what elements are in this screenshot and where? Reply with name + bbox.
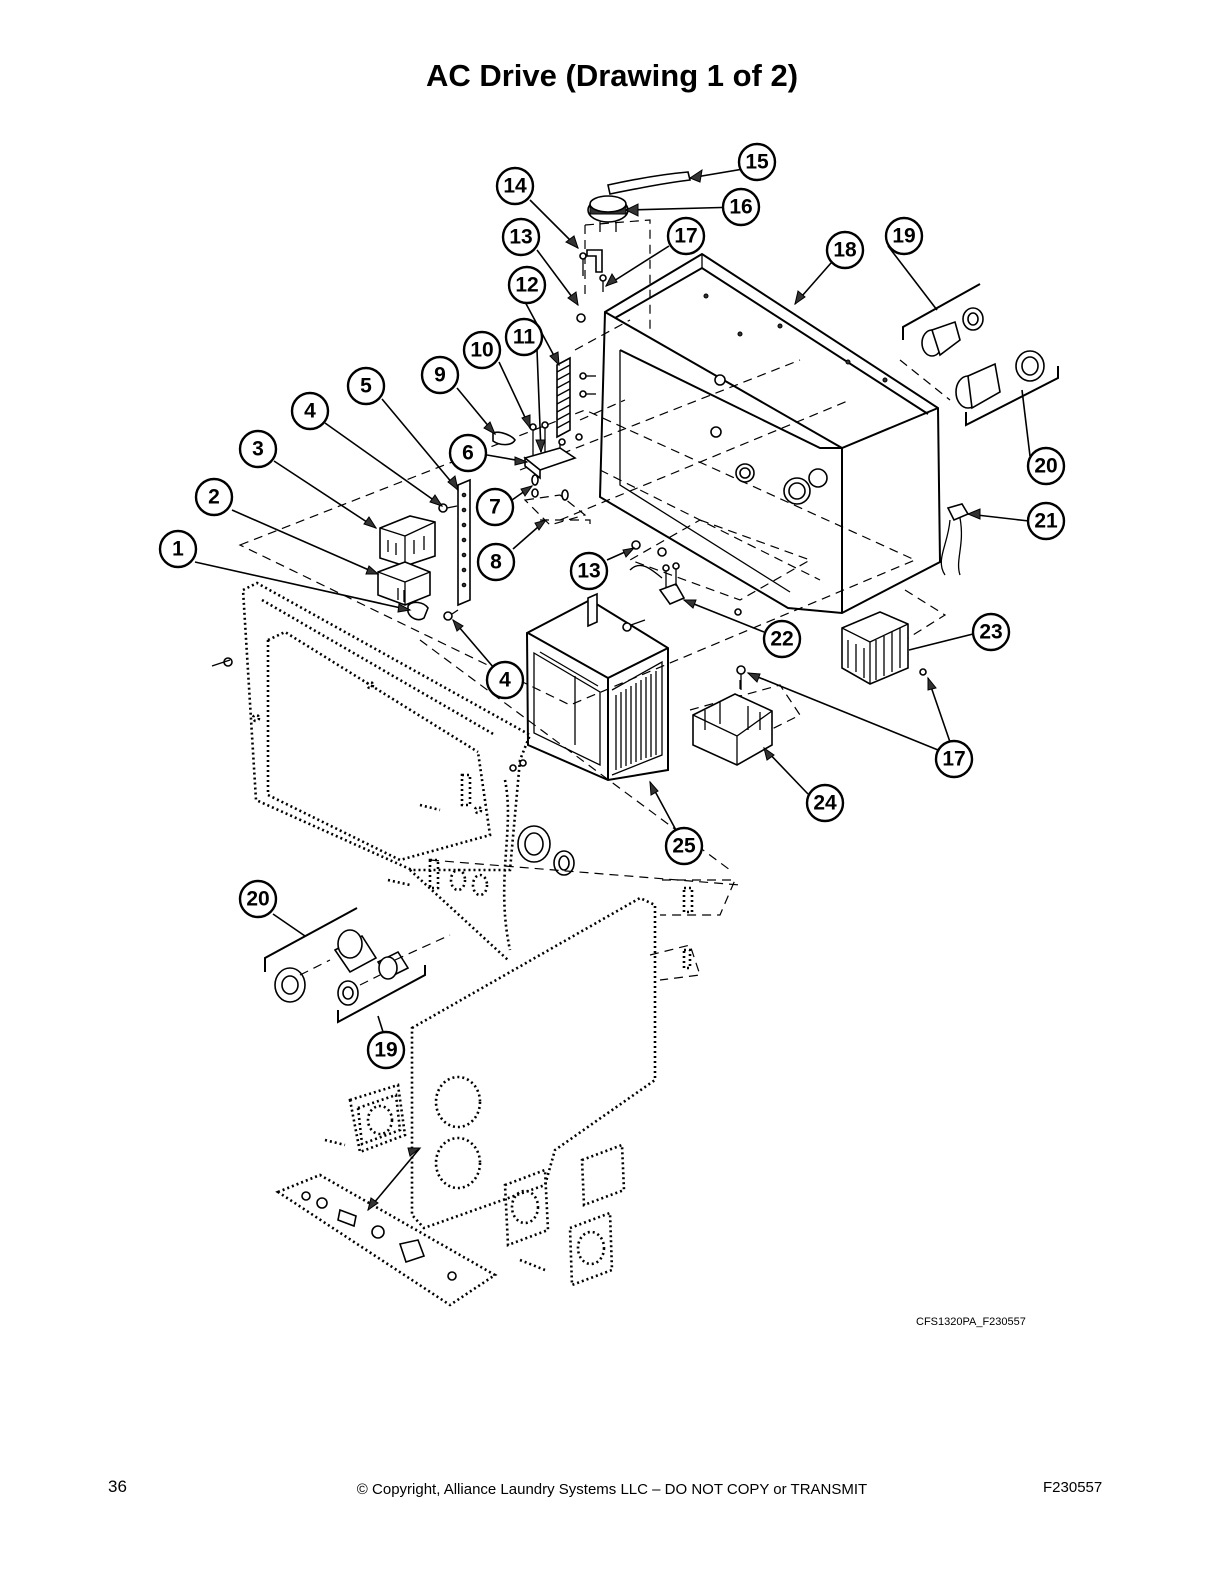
callout-19-left-label: 19: [374, 1039, 397, 1062]
ground-clip: [407, 601, 429, 621]
relay: [377, 561, 431, 606]
callout-12-label: 12: [515, 274, 538, 297]
callout-13-top: 13: [501, 217, 541, 257]
callout-13-top-label: 13: [509, 226, 532, 249]
enclosure-box: [598, 252, 942, 615]
callout-18: 18: [825, 230, 865, 270]
hardware-row: [301, 1191, 457, 1281]
callout-17-top-label: 17: [674, 225, 697, 248]
din-rail: [438, 478, 471, 621]
callout-1-label: 1: [172, 538, 184, 561]
leader-arrowheads: [363, 168, 981, 1212]
callout-3: 3: [238, 429, 278, 469]
callout-balloons: 1 2 3 4 4 5 6 7 8 9 10 11 12 13 13 14 15…: [158, 142, 1066, 1070]
terminal-block: [692, 665, 773, 766]
callout-13-bottom: 13: [569, 551, 609, 591]
callout-20-right-label: 20: [1034, 455, 1057, 478]
strain-reliefs-lower: [264, 907, 451, 1024]
callout-17-top: 17: [666, 216, 706, 256]
callout-22-label: 22: [770, 628, 793, 651]
callout-23: 23: [971, 612, 1011, 652]
callout-16-label: 16: [729, 196, 752, 219]
callout-6-label: 6: [462, 442, 474, 465]
callout-4-bottom: 4: [485, 660, 525, 700]
callout-5-label: 5: [360, 375, 372, 398]
fuse-holder-assembly: [492, 421, 587, 526]
callout-12: 12: [507, 265, 547, 305]
callout-15-label: 15: [745, 151, 769, 174]
callout-13-bottom-label: 13: [577, 560, 600, 583]
callout-10: 10: [462, 330, 502, 370]
callout-25-label: 25: [672, 835, 696, 858]
potentiometer-assembly: [576, 171, 691, 323]
callout-4-top: 4: [290, 391, 330, 431]
callout-1: 1: [158, 529, 198, 569]
callout-3-label: 3: [252, 438, 264, 461]
callout-19-right: 19: [884, 216, 924, 256]
filter-component: [940, 503, 970, 576]
page-title: AC Drive (Drawing 1 of 2): [425, 58, 799, 93]
leader-lines: [194, 163, 1031, 1211]
callout-24-label: 24: [813, 792, 837, 815]
callout-20-right: 20: [1026, 446, 1066, 486]
callout-20-left: 20: [238, 879, 278, 919]
callout-14: 14: [495, 166, 535, 206]
callout-15: 15: [737, 142, 777, 182]
contactor: [379, 515, 436, 567]
callout-9: 9: [420, 355, 460, 395]
callout-17-bottom: 17: [934, 739, 974, 779]
callout-20-left-label: 20: [246, 888, 269, 911]
callout-18-label: 18: [833, 239, 857, 262]
transformer: [841, 611, 927, 685]
callout-9-label: 9: [434, 364, 446, 387]
callout-11: 11: [504, 317, 544, 357]
callout-23-label: 23: [979, 621, 1002, 644]
thermostat-part: [629, 540, 742, 616]
terminal-strip: [556, 319, 631, 439]
figure-id: CFS1320PA_F230557: [916, 1316, 1026, 1328]
callout-8-label: 8: [490, 551, 502, 574]
front-door-dotted: [275, 896, 657, 1307]
callout-25: 25: [664, 826, 704, 866]
callout-17-bottom-label: 17: [942, 748, 965, 771]
callout-24: 24: [805, 783, 845, 823]
callout-7-label: 7: [489, 496, 501, 519]
callout-5: 5: [346, 366, 386, 406]
copyright-notice: © Copyright, Alliance Laundry Systems LL…: [356, 1481, 868, 1498]
callout-10-label: 10: [470, 339, 493, 362]
callout-19-left: 19: [366, 1030, 406, 1070]
callout-14-label: 14: [503, 175, 527, 198]
callout-6: 6: [448, 433, 488, 473]
back-panel-dotted: [211, 581, 741, 981]
callout-4-top-label: 4: [304, 400, 316, 423]
callout-21-label: 21: [1034, 510, 1058, 533]
callout-16: 16: [721, 187, 761, 227]
callout-21: 21: [1026, 501, 1066, 541]
callout-7: 7: [475, 487, 515, 527]
callout-22: 22: [762, 619, 802, 659]
strain-reliefs-upper: [902, 283, 1059, 427]
callout-19-right-label: 19: [892, 225, 915, 248]
document-id: F230557: [1043, 1479, 1103, 1496]
callout-2: 2: [194, 477, 234, 517]
ac-drive-unit: [525, 592, 669, 782]
callout-2-label: 2: [208, 486, 220, 509]
assembly-dashed-lines: [238, 219, 951, 871]
callout-8: 8: [476, 542, 516, 582]
page-number: 36: [108, 1477, 127, 1496]
callout-4-bottom-label: 4: [499, 669, 511, 692]
callout-11-label: 11: [513, 326, 536, 349]
